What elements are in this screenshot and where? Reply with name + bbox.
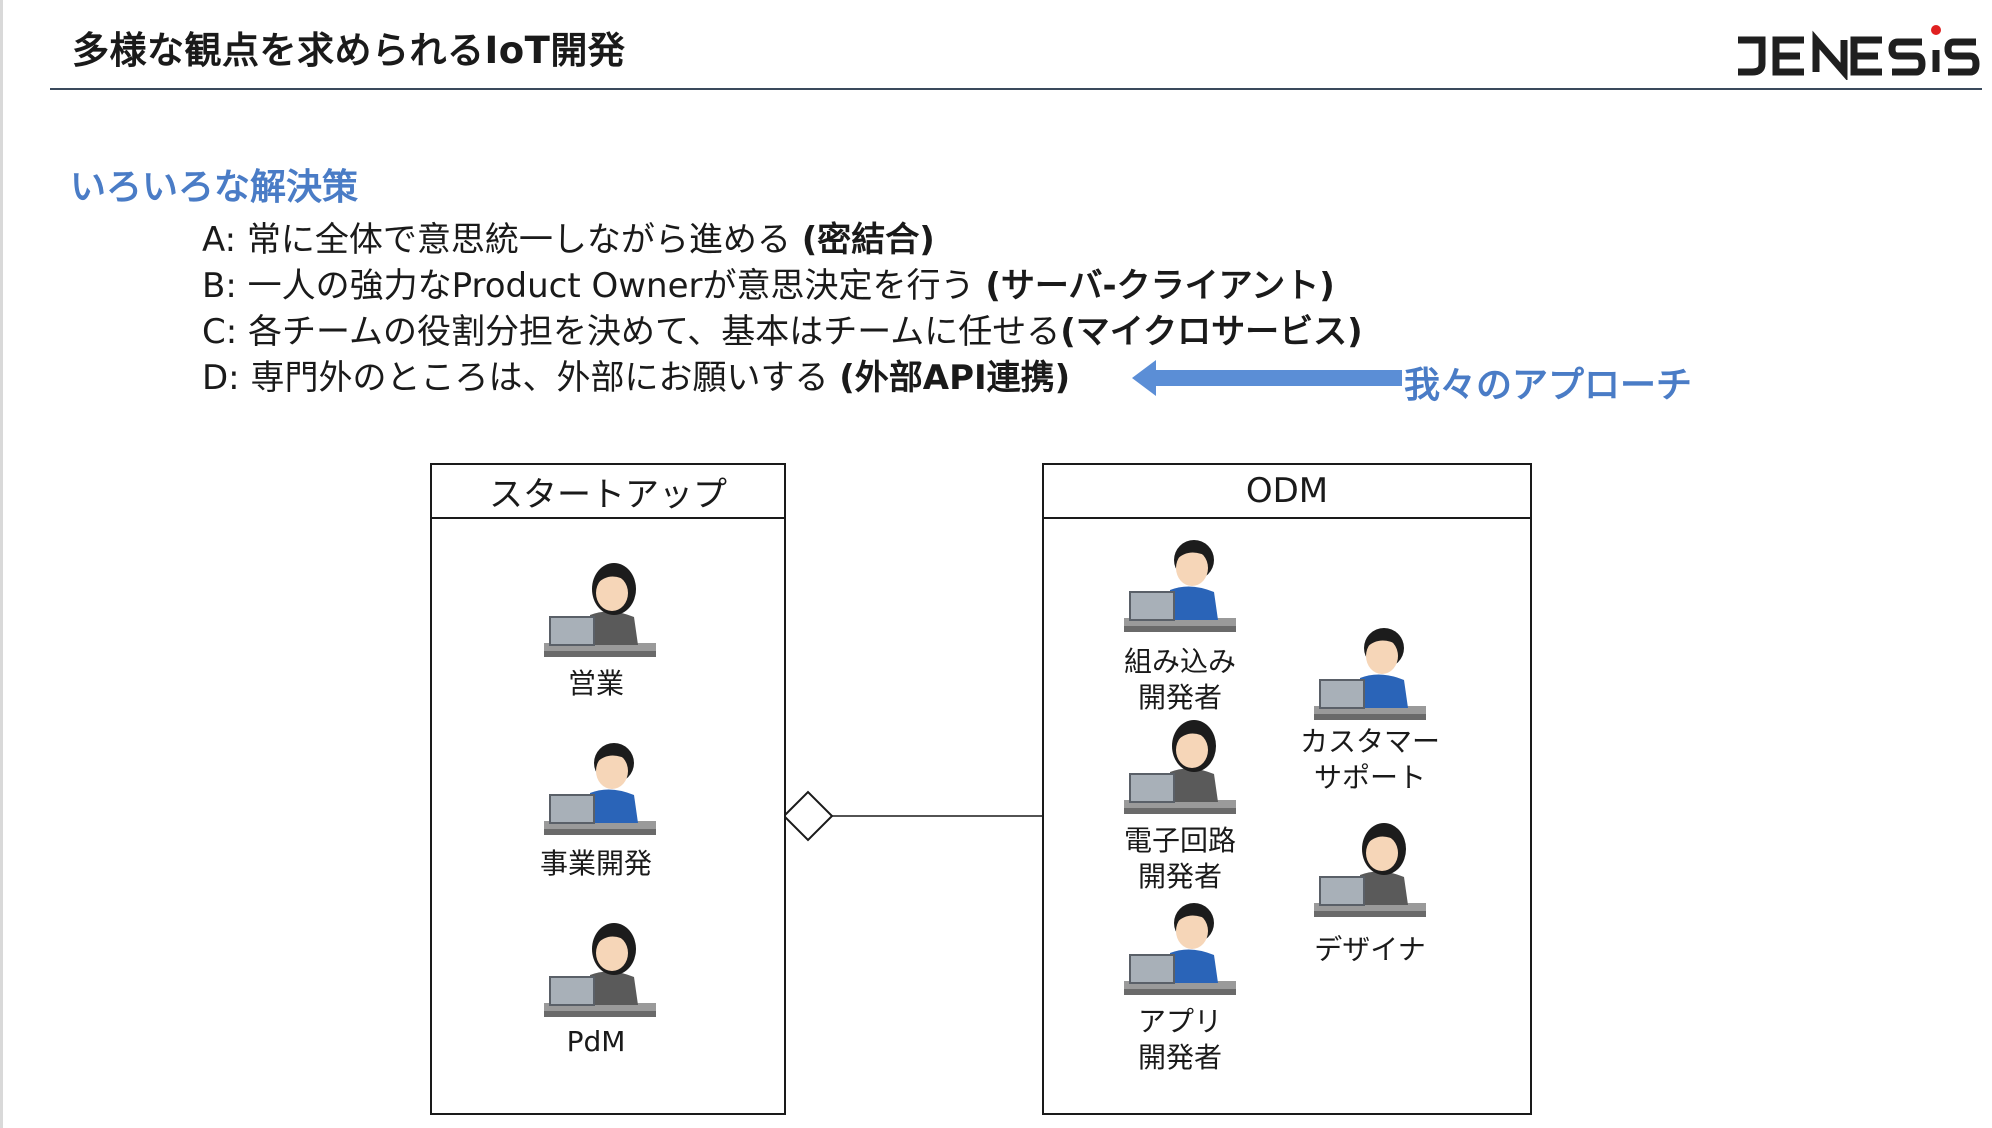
option-b: B: 一人の強力なProduct Ownerが意思決定を行う (サーバ-クライア… (202, 266, 1335, 306)
odm-box: ODM (1042, 463, 1532, 1115)
our-approach-label: 我々のアプローチ (1404, 365, 1693, 406)
option-c: C: 各チームの役割分担を決めて、基本はチームに任せる(マイクロサービス) (202, 312, 1363, 352)
member-customer-support: カスタマー サポート (1299, 725, 1440, 794)
page-title: 多様な観点を求められるIoT開発 (72, 29, 626, 72)
member-circuit-dev: 電子回路 開発者 (1123, 824, 1236, 893)
worker-female-icon (1124, 720, 1236, 814)
worker-female-icon (1314, 823, 1426, 917)
header-divider (50, 88, 1982, 90)
left-arrow-icon (1132, 360, 1402, 396)
worker-female-icon (544, 563, 656, 657)
worker-male-icon (544, 743, 656, 835)
startup-title: スタートアップ (432, 465, 784, 519)
worker-female-icon (544, 923, 656, 1017)
jenesis-logo (1738, 25, 1980, 80)
option-a: A: 常に全体で意思統一しながら進める (密結合) (202, 220, 935, 260)
member-embedded-dev: 組み込み 開発者 (1123, 645, 1236, 714)
slide-left-edge (0, 0, 3, 1128)
member-sales: 営業 (567, 667, 624, 700)
member-app-dev: アプリ 開発者 (1137, 1005, 1222, 1074)
aggregation-diamond-icon (782, 790, 834, 842)
member-pdm: PdM (566, 1025, 626, 1058)
member-bizdev: 事業開発 (539, 847, 652, 880)
worker-male-icon (1124, 903, 1236, 995)
member-designer: デザイナ (1314, 933, 1426, 966)
worker-male-icon (1124, 540, 1236, 632)
section-title: いろいろな解決策 (70, 167, 359, 208)
worker-male-icon (1314, 628, 1426, 720)
option-d: D: 専門外のところは、外部にお願いする (外部API連携) (202, 358, 1071, 398)
odm-title: ODM (1044, 465, 1530, 519)
